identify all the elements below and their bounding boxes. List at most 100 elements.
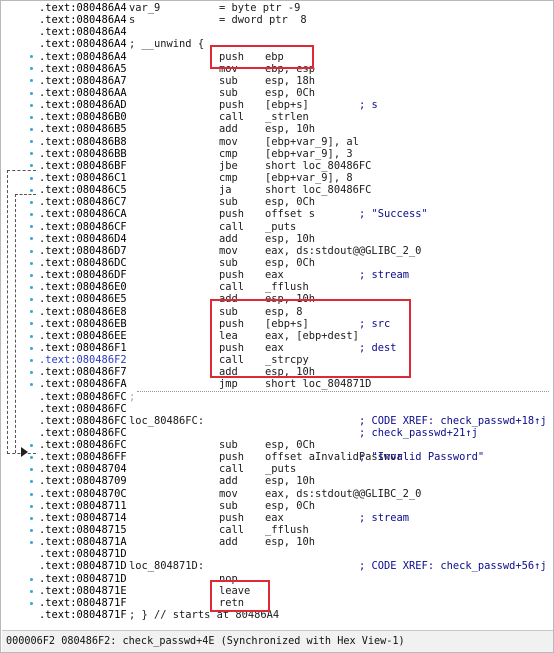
breakpoint-dot[interactable] — [30, 443, 33, 447]
breakpoint-dot[interactable] — [30, 176, 33, 180]
breakpoint-dot[interactable] — [30, 91, 33, 95]
breakpoint-dot[interactable] — [30, 516, 33, 520]
mnemonic: jmp — [219, 378, 238, 391]
operands: [ebp+var_9], 8 — [265, 171, 353, 184]
breakpoint-dot[interactable] — [30, 249, 33, 253]
breakpoint-dot[interactable] — [30, 103, 33, 107]
listing-line[interactable]: .text:0804871F; } // starts at 80486A4 — [39, 609, 549, 621]
label: var_9 — [129, 2, 161, 14]
breakpoint-dot[interactable] — [30, 371, 33, 374]
listing-line[interactable]: .text:080486A4; __unwind { — [39, 38, 549, 50]
breakpoint-dot[interactable] — [30, 383, 33, 387]
breakpoint-dot[interactable] — [30, 79, 33, 83]
breakpoint-dot[interactable] — [30, 322, 33, 326]
breakpoint-dot[interactable] — [30, 140, 33, 144]
breakpoint-dot[interactable] — [30, 334, 33, 338]
breakpoint-dot[interactable] — [30, 601, 33, 605]
breakpoint-dot[interactable] — [30, 285, 33, 289]
listing-line[interactable]: .text:080486FC — [39, 403, 549, 415]
breakpoint-dot[interactable] — [30, 456, 33, 460]
breakpoint-dot[interactable] — [30, 298, 33, 302]
breakpoint-dot[interactable] — [30, 164, 33, 168]
breakpoint-dot[interactable] — [30, 225, 33, 229]
breakpoint-dot[interactable] — [30, 67, 33, 71]
label: loc_80486FC: — [129, 414, 205, 427]
breakpoint-dot[interactable] — [30, 115, 33, 119]
flow-gutter[interactable] — [1, 1, 35, 629]
listing-line[interactable]: .text:0804871D — [39, 548, 549, 560]
listing-line[interactable]: .text:080486FC; check_passwd+21↑j — [39, 427, 549, 439]
breakpoint-dot[interactable] — [30, 55, 33, 59]
breakpoint-dot[interactable] — [30, 152, 33, 156]
breakpoint-dot[interactable] — [30, 188, 33, 192]
breakpoint-dot[interactable] — [30, 310, 33, 314]
breakpoint-dot[interactable] — [30, 213, 33, 217]
breakpoint-dot[interactable] — [30, 128, 33, 131]
address: .text:080486A4 — [39, 50, 127, 63]
listing-line[interactable]: .text:080486FC; — [39, 390, 549, 403]
breakpoint-dot[interactable] — [30, 358, 33, 362]
breakpoint-dot[interactable] — [30, 492, 33, 496]
address: .text:080486EB — [39, 317, 127, 330]
operands: offset aInvalidPasswor — [265, 451, 403, 464]
breakpoint-dot[interactable] — [30, 589, 33, 593]
breakpoint-dot[interactable] — [30, 480, 33, 484]
breakpoint-dot[interactable] — [30, 237, 33, 241]
breakpoint-dot[interactable] — [30, 273, 33, 277]
breakpoint-dot[interactable] — [30, 504, 33, 508]
breakpoint-dot[interactable] — [30, 577, 33, 581]
breakpoint-dot[interactable] — [30, 468, 33, 472]
breakpoint-dot[interactable] — [30, 528, 33, 532]
listing-line[interactable]: .text:080486A4 — [39, 26, 549, 38]
breakpoint-dot[interactable] — [30, 346, 33, 350]
breakpoint-dot[interactable] — [30, 261, 33, 265]
breakpoint-dot[interactable] — [30, 200, 33, 204]
breakpoint-dot[interactable] — [30, 541, 33, 545]
mnemonic: call — [219, 281, 245, 294]
